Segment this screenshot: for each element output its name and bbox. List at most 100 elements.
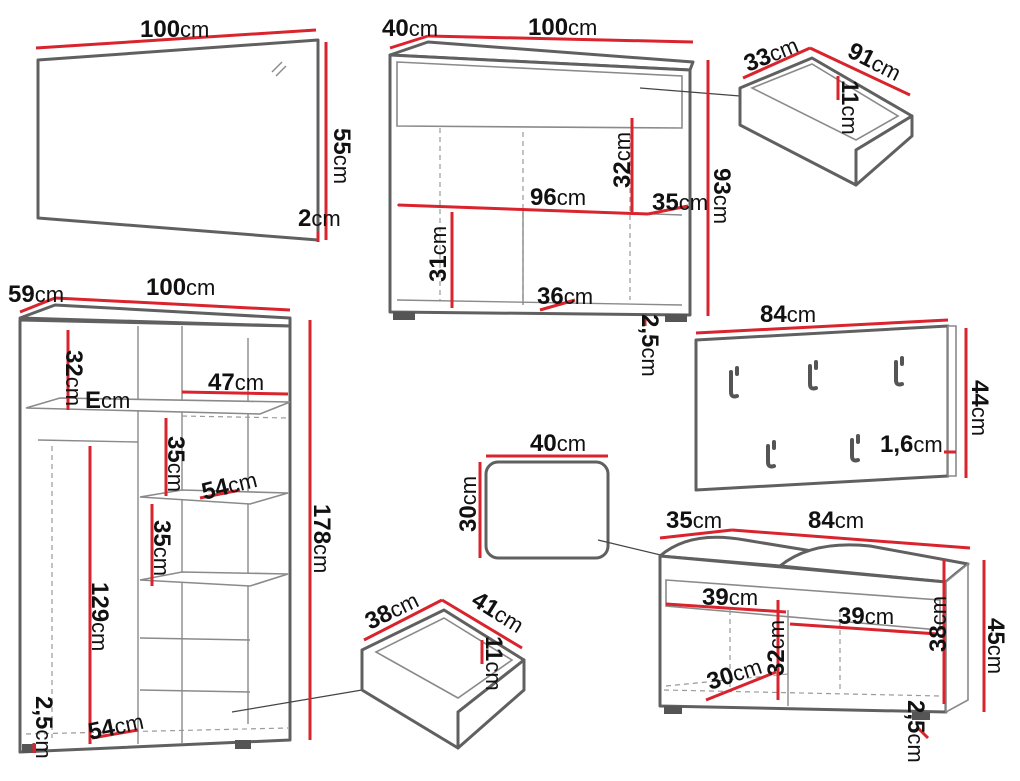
sideboard-foot-height-label: 2,5cm [636,314,663,377]
bench-body [658,554,948,714]
wardrobe-inner-line [25,727,289,735]
bench-inner-depth-dim [705,670,777,702]
hook-icon [729,366,739,399]
bench-depth-dim [659,528,733,540]
wardrobe-depth-label: 59cm [8,281,64,308]
wardrobe-shelf-height-upper-label: 35cm [162,436,189,492]
sideboard-inner-width-dim [397,203,649,216]
sideboard-drawer-front [396,61,683,129]
bench-drawer-width-left-label: 39cm [702,584,758,611]
mirror-depth-label: 2cm [298,205,341,232]
wardrobe-marker-label: Ecm [85,387,130,414]
sideboard-inner-depth-label: 35cm [652,189,708,216]
wardrobe-body [18,318,292,754]
mirror-glare [271,61,283,73]
sideboard-inner-width-label: 96cm [530,184,586,211]
hook-icon [808,360,818,391]
hook-panel-thickness-label: 1,6cm [880,431,943,458]
bench-side [945,562,969,714]
bench-foot [664,706,682,714]
bench-inner-height-center-label: 32cm [763,620,790,676]
sideboard-drawer-height-label: 11cm [836,80,863,135]
hook-panel-drawing: 84cm 44cm 1,6cm [694,301,993,492]
wardrobe-rail [37,439,139,443]
mirror-drawing: 100cm 55cm 2cm [35,16,355,242]
wardrobe-bottom-depth-label: 54cm [86,708,146,746]
bench-depth-label: 35cm [666,507,722,534]
bench-drawing: 35cm 84cm 39cm 39cm 32cm 38cm 30cm 45cm … [658,507,1009,763]
wardrobe-foot [22,744,36,753]
hook-icon [894,356,904,387]
mirror-width-dim [35,28,317,50]
mirror-height-label: 55cm [328,128,355,184]
bench-inner-height-right-label: 38cm [925,596,952,652]
bench-height-label: 45cm [982,618,1009,674]
wardrobe-bottom-depth-dim [91,728,139,740]
bench-drawer-width-right-dim [789,622,939,636]
wardrobe-shelf-height-lower-label: 35cm [148,520,175,576]
wardrobe-upper-shelf [25,397,291,415]
sideboard-drawing: 40cm 100cm 93cm 32cm 96cm 35cm 31cm 36cm… [382,14,741,377]
cushion-outline [484,460,610,560]
wardrobe-shelf-depth-label: 54cm [199,466,260,506]
wardrobe-drawing: 59cm 100cm 32cm Ecm 47cm 35cm 54cm 35cm … [8,274,363,759]
wardrobe-shelf-width-label: 47cm [208,369,264,396]
wardrobe-shelf-depth-dim [199,488,241,500]
sideboard-compartment-width-label: 36cm [537,283,593,310]
wardrobe-drawer-height-label: 11cm [480,636,507,691]
sideboard-foot [665,314,687,322]
wardrobe-drawer-line [139,637,251,641]
sideboard-compartment-width-dim [539,298,576,312]
wardrobe-shelf-width-dim [181,390,289,396]
sideboard-drawer-inner [750,63,900,141]
sideboard-inner-depth-dim [647,204,689,216]
sideboard-depth-label: 40cm [382,15,438,42]
wardrobe-shelf [139,571,289,587]
bench-drawer-front [665,579,941,631]
cushion-drawing: 40cm 30cm [455,430,691,563]
hook-panel-width-label: 84cm [760,301,816,328]
wardrobe-drawer-depth-dim [363,598,443,642]
sideboard-front-height-label: 32cm [609,132,636,188]
hook-panel-edge [947,325,957,477]
wardrobe-width-label: 100cm [146,274,215,301]
hook-panel-outline [694,324,950,492]
cushion-width-label: 40cm [530,430,586,457]
sideboard-drawer-depth-dim [742,46,811,80]
wardrobe-drawer-line [139,689,251,693]
sideboard-shelf-height-label: 31cm [425,226,452,282]
wardrobe-drawer-leader [231,689,363,713]
sideboard-drawer-leader [639,87,741,97]
wardrobe-foot [235,740,251,749]
bench-foot-height-label: 2,5cm [902,700,929,763]
wardrobe-depth-dim [19,296,56,314]
wardrobe-width-dim [54,296,291,312]
mirror-outline [36,38,320,242]
hook-panel-height-label: 44cm [966,380,993,436]
wardrobe-shelf [139,489,289,505]
wardrobe-foot-height-label: 2,5cm [30,696,57,759]
bench-foot-height-dim [916,726,930,740]
sideboard-width-dim [427,34,694,44]
wardrobe-drawer-front-panel [456,658,526,750]
hook-icon [850,434,860,463]
mirror-glare [275,65,287,77]
sideboard-height-label: 93cm [708,168,735,224]
sideboard-drawer-width-dim [809,46,911,97]
bench-drawer-width-right-label: 39cm [838,603,894,630]
bench-inner-line [663,689,941,697]
hook-panel-width-dim [695,318,949,335]
wardrobe-height-label: 178cm [308,504,335,573]
wardrobe-drawer-inner [374,617,514,699]
wardrobe-rail-height-label: 129cm [86,582,113,651]
bench-width-dim [731,528,971,550]
sideboard-bottom-shelf [396,299,683,306]
mirror-width-label: 100cm [140,16,209,43]
sideboard-depth-dim [389,34,429,50]
sideboard-foot [393,312,415,320]
hook-icon [766,440,776,469]
wardrobe-drawer-drawing: 38cm 41cm 11cm [360,586,528,750]
bench-drawer-width-left-dim [665,602,787,614]
wardrobe-drawer-width-dim [441,598,523,650]
cushion-depth-label: 30cm [455,476,482,532]
